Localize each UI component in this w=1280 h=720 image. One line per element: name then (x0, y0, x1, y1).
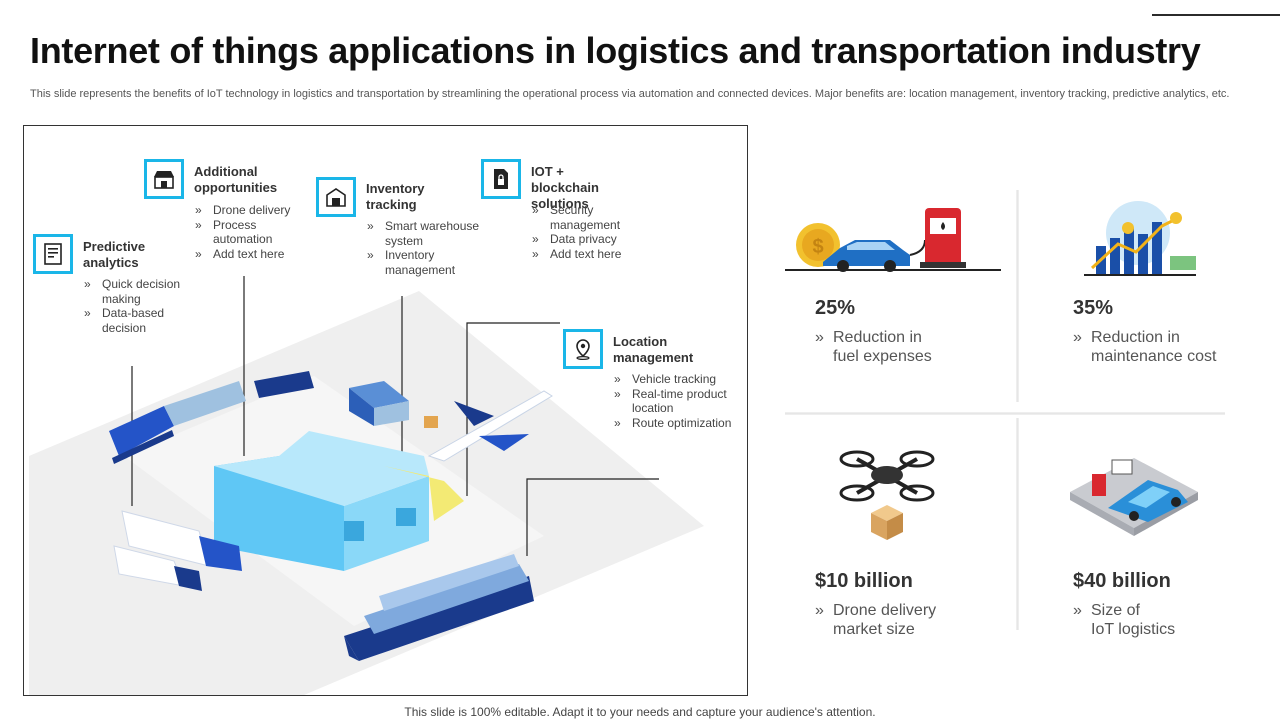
stat-value: 35% (1073, 297, 1114, 319)
stat-desc-line2: fuel expenses (833, 348, 932, 365)
cargo-ship (344, 554, 534, 661)
feature-title-line1: Predictive (83, 239, 146, 254)
drone-icon (839, 450, 935, 540)
store-icon (144, 159, 184, 199)
illustration-frame (23, 125, 748, 696)
stat-desc-line2: market size (833, 621, 915, 638)
footer-note: This slide is 100% editable. Adapt it to… (404, 705, 876, 719)
feature-title-line1: Additional (194, 164, 258, 179)
feature-title-line1: Inventory (366, 181, 425, 196)
feature-title-line1: Location (613, 334, 668, 349)
fuel-car-icon: $ (785, 208, 1001, 272)
feature-item: Add text here (195, 247, 305, 262)
stat-value: 25% (815, 297, 856, 319)
feature-title-line1: IOT + blockchain (531, 164, 599, 195)
feature-item: Smart warehouse system (367, 219, 507, 248)
stat-value: $40 billion (1073, 570, 1171, 592)
feature-item: Data-based decision (84, 306, 194, 335)
feature-item: Real-time product location (614, 387, 739, 416)
warehouse-icon (316, 177, 356, 217)
feature-item: Drone delivery (195, 203, 305, 218)
stat-maintenance: 35% Reduction in maintenance cost (1073, 297, 1280, 366)
stat-desc-line1: Size of (1091, 602, 1140, 619)
stat-drone: $10 billion Drone delivery market size (815, 570, 1045, 639)
stats-divider-vertical-bottom (1016, 418, 1019, 630)
feature-item: Data privacy (532, 232, 662, 247)
logistics-illustration (29, 276, 704, 695)
stats-divider-horizontal (785, 412, 1225, 415)
containers (349, 381, 438, 428)
feature-title-line2: opportunities (194, 180, 278, 195)
stat-desc-line1: Drone delivery (833, 602, 937, 619)
feature-item: Route optimization (614, 416, 739, 431)
stat-value: $10 billion (815, 570, 913, 592)
feature-item: Vehicle tracking (614, 372, 739, 387)
map-pin-icon (563, 329, 603, 369)
top-rule (1152, 14, 1280, 16)
feature-item: Inventory management (367, 248, 507, 277)
page-title: Internet of things applications in logis… (30, 30, 1201, 71)
feature-title-line2: analytics (83, 255, 139, 270)
analytics-report-icon (33, 234, 73, 274)
svg-text:$: $ (812, 236, 823, 258)
feature-title-line2: management (613, 350, 694, 365)
stat-fuel: 25% Reduction in fuel expenses (815, 297, 1045, 366)
stat-desc-line1: Reduction in (833, 329, 922, 346)
stat-desc-line1: Reduction in (1091, 329, 1180, 346)
lock-icon (481, 159, 521, 199)
train-icon (109, 371, 314, 464)
stats-divider-vertical-top (1016, 190, 1019, 402)
page-description: This slide represents the benefits of Io… (30, 88, 1230, 100)
trucks (113, 510, 242, 591)
ev-charging-icon (1070, 458, 1198, 536)
warehouse-building (214, 431, 464, 571)
feature-item: Add text here (532, 247, 662, 262)
stat-desc-line2: IoT logistics (1091, 621, 1176, 638)
feature-item: Security management (532, 203, 662, 232)
feature-item: Process automation (195, 218, 305, 247)
feature-title-line2: tracking (366, 197, 417, 212)
growth-chart-icon (1084, 201, 1196, 276)
feature-item: Quick decision making (84, 277, 194, 306)
airplane-icon (427, 390, 553, 462)
stat-iot-size: $40 billion Size of IoT logistics (1073, 570, 1280, 639)
stat-desc-line2: maintenance cost (1091, 348, 1217, 365)
